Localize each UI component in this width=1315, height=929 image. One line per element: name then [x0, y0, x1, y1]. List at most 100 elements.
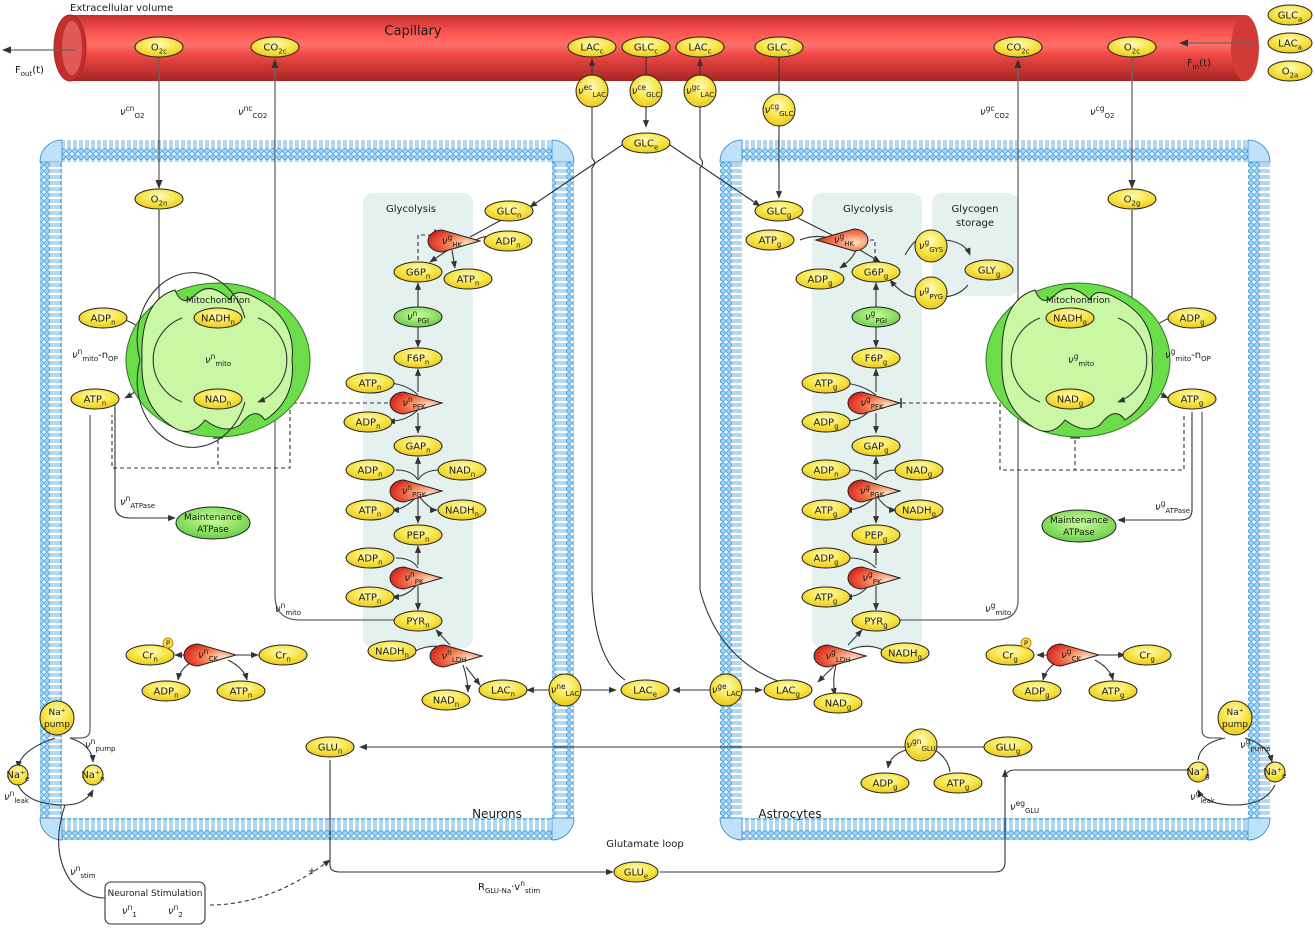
capillary-node-7-label: O2c: [1124, 43, 1140, 56]
nad-neuron-mito: NADn: [193, 388, 243, 410]
glc-extracellular-label: GLCe: [634, 139, 659, 152]
enzyme-pgi-neuron-label: νnPGI: [407, 309, 429, 325]
creatine-neuron-label: Crn: [275, 651, 291, 664]
adp-astrocyte-ck: ADPg: [1012, 680, 1062, 702]
f6p-astrocyte-label: F6Pg: [865, 354, 888, 367]
glc-astrocyte-label: GLCg: [767, 207, 792, 220]
capillary-node-1: CO2c: [250, 36, 300, 58]
enzyme-pyg-astrocyte: νgPYG: [914, 276, 948, 310]
svg-text:ATPase: ATPase: [1063, 528, 1095, 538]
lac-astrocyte: LACg: [763, 679, 813, 701]
maintenance-atpase-astrocyte: Maintenance ATPase: [1041, 509, 1117, 543]
reaction-arrows: [15, 57, 1276, 906]
fout-label: Fout(t): [15, 65, 44, 78]
adp-astrocyte-pk: ADPg: [801, 547, 851, 569]
enzyme-hk-astrocyte-label: νgHK: [834, 232, 855, 248]
svg-text:P: P: [1024, 640, 1028, 648]
atp-neuron-pk-label: ATPn: [359, 593, 382, 606]
svg-text:Na⁺: Na⁺: [1227, 708, 1244, 718]
atp-neuron-pfk-label: ATPn: [359, 379, 382, 392]
glu-neuron: GLUn: [305, 736, 355, 758]
nad-astrocyte-mito-label: NADg: [1057, 395, 1083, 408]
nadh-astrocyte-ldh-label: NADHg: [888, 649, 922, 662]
atp-astrocyte-pk-label: ATPg: [815, 593, 838, 606]
nadh-neuron-ldh: NADHn: [367, 640, 417, 662]
g6p-astrocyte: G6Pg: [851, 261, 901, 283]
g6p-neuron-label: G6Pn: [406, 268, 431, 281]
adp-neuron-pk-label: ADPn: [357, 554, 382, 567]
gap-astrocyte-label: GAPg: [863, 442, 888, 455]
enzyme-pk-neuron: νnPK: [389, 566, 444, 590]
nad-neuron-ldh-label: NADn: [433, 696, 459, 709]
fin-label: Fin(t): [1187, 58, 1211, 71]
gap-neuron: GAPn: [393, 435, 443, 457]
enzyme-pk-neuron-label: νnPK: [404, 570, 424, 586]
glu-astrocyte: GLUg: [983, 736, 1033, 758]
enzyme-ldh-astrocyte: νgLDH: [813, 644, 868, 668]
atp-neuron-ck-label: ATPn: [230, 687, 253, 700]
capillary-node-0-label: O2c: [151, 43, 167, 56]
transporter-glc-cg-label: νcgGLC: [765, 102, 794, 118]
nadh-astrocyte-ldh: NADHg: [880, 642, 930, 664]
rate-n-leak: νnleak: [4, 789, 30, 805]
adp-neuron-hk-label: ADPn: [495, 237, 520, 250]
rate-g-leak: νgleak: [1190, 789, 1216, 805]
arterial-node-2: O2a: [1267, 60, 1313, 82]
adp-neuron-pfk-label: ADPn: [355, 418, 380, 431]
na-astrocyte: Na⁺g: [1186, 761, 1210, 783]
glu-extracellular: GLUe: [613, 861, 659, 883]
atp-astrocyte-ck-label: ATPg: [1102, 687, 1125, 700]
phosphocreatine-astrocyte-label: Crg: [1002, 651, 1018, 664]
pyr-neuron: PYRn: [393, 610, 443, 632]
fin-text: Fin(t): [1187, 58, 1211, 71]
capillary-node-2-label: LACc: [580, 43, 603, 56]
glycogen-label-1: Glycogen: [952, 204, 999, 215]
gap-neuron-label: GAPn: [405, 442, 430, 455]
o2-neuron-label: O2n: [151, 195, 168, 208]
adp-neuron-pgk: ADPn: [345, 459, 395, 481]
glycogen-astrocyte-label: GLYg: [978, 266, 1001, 279]
gap-astrocyte: GAPg: [851, 435, 901, 457]
na-astrocyte-label: Na⁺g: [1186, 767, 1209, 780]
capillary-node-3: GLCc: [621, 36, 671, 58]
f6p-neuron: F6Pn: [393, 347, 443, 369]
adp-neuron-pk: ADPn: [345, 547, 395, 569]
rate-stim-2: νn2: [168, 903, 183, 919]
nadh-neuron-pgk-label: NADHn: [445, 506, 479, 519]
atp-neuron-ck: ATPn: [216, 680, 266, 702]
enzyme-pk-astrocyte: νgPK: [847, 566, 902, 590]
na-extracellular-neuron: Na⁺e: [6, 764, 30, 786]
glu-extracellular-label: GLUe: [624, 868, 648, 881]
rate-n-mito-nop: νnmito-nOP: [72, 347, 118, 363]
na-extracellular-astrocyte: Na⁺e: [1263, 761, 1287, 783]
adp-neuron-mito-label: ADPn: [90, 314, 115, 327]
adp-neuron-pgk-label: ADPn: [357, 466, 382, 479]
nadh-neuron-pgk: NADHn: [437, 499, 487, 521]
creatine-astrocyte-label: Crg: [1139, 651, 1155, 664]
nad-astrocyte-ldh-label: NADg: [825, 699, 851, 712]
astrocyte-membrane: [719, 139, 1271, 841]
enzyme-pgk-astrocyte: νgPGK: [847, 479, 902, 503]
rate-cg-o2: νcgO2: [1090, 104, 1114, 120]
svg-text:Neuronal Stimulation: Neuronal Stimulation: [107, 889, 202, 899]
arterial-node-1: LACa: [1267, 32, 1313, 54]
glutamine-synthetase-label: νgnGLU: [906, 737, 935, 753]
svg-text:P: P: [166, 640, 170, 648]
enzyme-pgk-neuron: νnPGK: [389, 479, 444, 503]
transporter-lac-ne: νneLAC: [548, 673, 582, 707]
pyr-astrocyte: PYRg: [851, 610, 901, 632]
adp-neuron-ck: ADPn: [141, 680, 191, 702]
creatine-astrocyte: Crg: [1122, 644, 1172, 666]
capillary-node-4-label: LACc: [688, 43, 711, 56]
nadh-neuron-mito-label: NADHn: [201, 314, 235, 327]
enzyme-pfk-neuron-label: νnPFK: [402, 395, 426, 411]
adp-astrocyte-mito-label: ADPg: [1179, 314, 1204, 327]
enzyme-ldh-neuron-label: νnLDH: [442, 648, 467, 664]
f6p-astrocyte: F6Pg: [851, 347, 901, 369]
rate-n-mito-center: νnmito: [205, 352, 231, 368]
transporter-lac-ge-label: νgeLAC: [712, 682, 741, 698]
adp-astrocyte-ck-label: ADPg: [1024, 687, 1049, 700]
rate-nc-co2: νncCO2: [238, 104, 267, 120]
na-pump-astrocyte: Na⁺ pump: [1217, 700, 1253, 736]
atp-astrocyte-pfk-label: ATPg: [815, 379, 838, 392]
